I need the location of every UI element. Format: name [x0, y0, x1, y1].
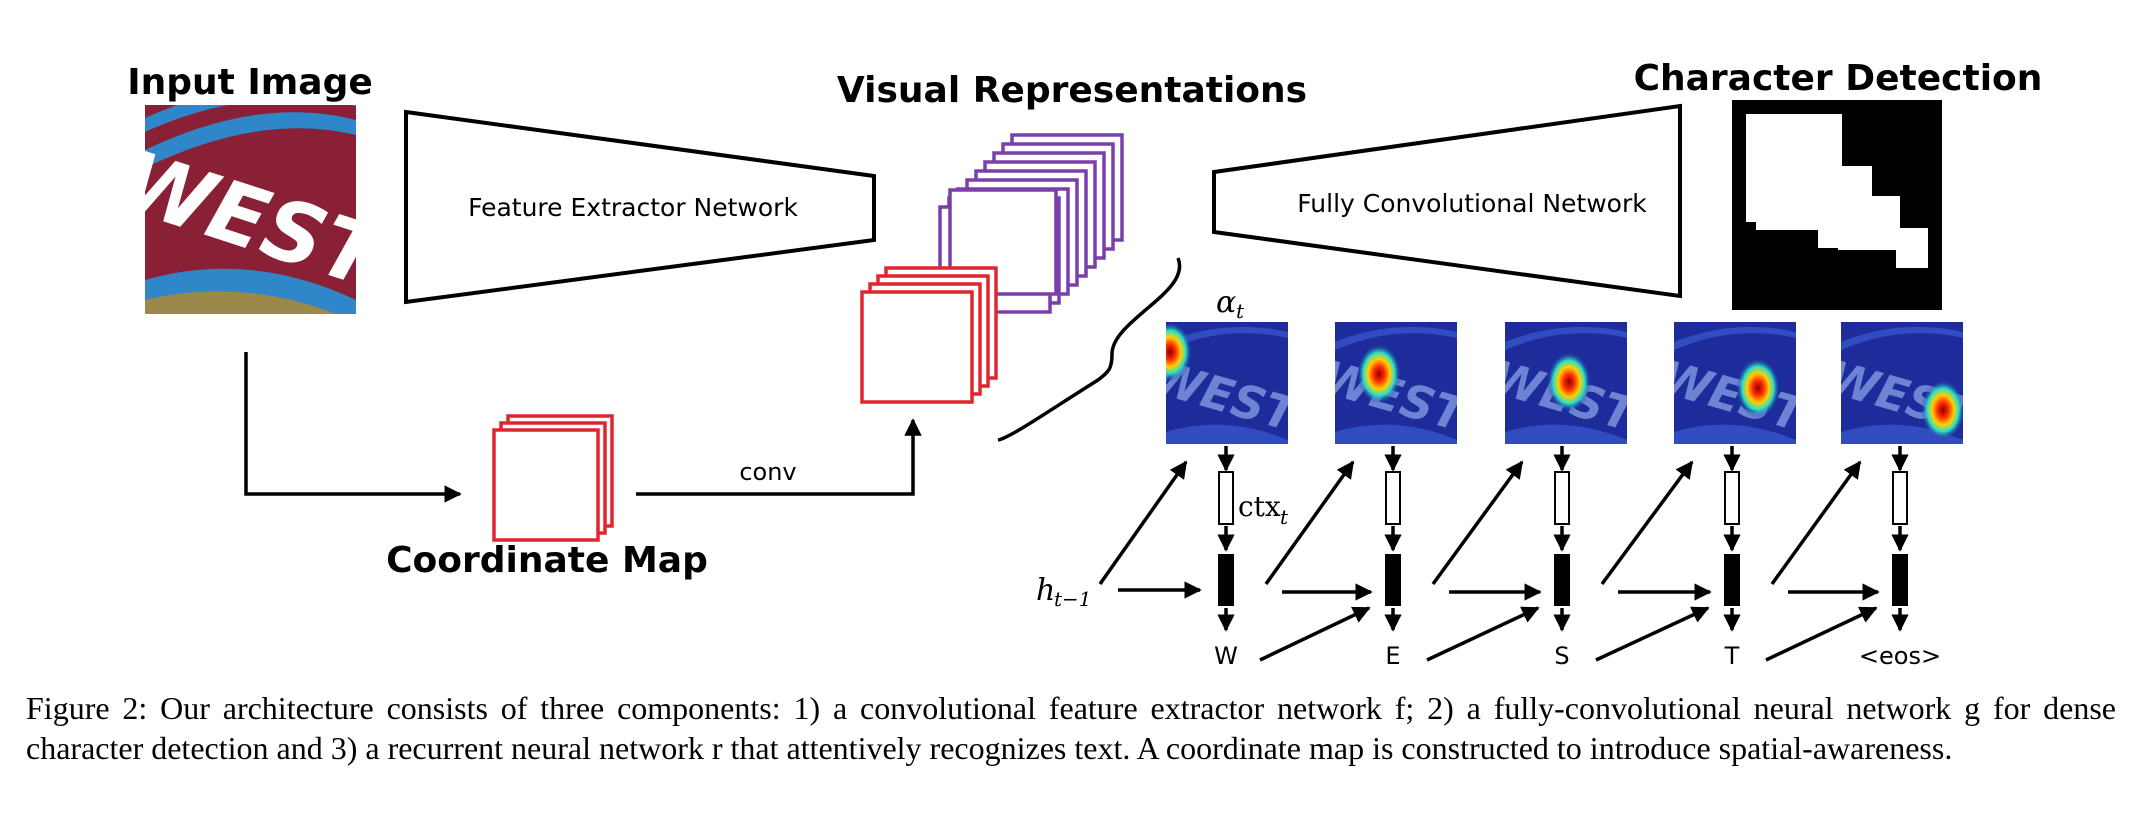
recurrent-network: W E S T <eos>	[1098, 446, 1941, 670]
prev-output-arrow	[1595, 606, 1710, 662]
hidden-state	[1385, 554, 1401, 606]
output-character: W	[1214, 642, 1238, 670]
coordinate-map	[492, 414, 614, 542]
ctx-label: ctx	[1238, 490, 1281, 523]
rnn-step-3: S	[1426, 446, 1571, 670]
output-character: E	[1385, 642, 1400, 670]
attention-hotspot	[1547, 352, 1591, 412]
rnn-step-5: <eos>	[1765, 446, 1941, 670]
hidden-state	[1724, 554, 1740, 606]
character-detection-title: Character Detection	[1634, 58, 2043, 99]
feature-extractor-label: Feature Extractor Network	[468, 193, 798, 222]
state-to-attention-arrow	[1098, 460, 1188, 586]
attention-brace	[997, 257, 1182, 442]
attention-heatmap-1: WEST	[1166, 322, 1288, 444]
attention-heatmap-4: WEST	[1674, 322, 1796, 444]
fully-convolutional-network: Fully Convolutional Network	[1212, 103, 1682, 299]
context-vector	[1892, 471, 1908, 525]
alpha-label: α	[1216, 285, 1236, 320]
attention-heatmap-3: WEST	[1505, 322, 1627, 444]
output-character: S	[1554, 642, 1569, 670]
output-character: <eos>	[1859, 642, 1941, 670]
attention-hotspot	[1736, 358, 1780, 418]
context-vector	[1554, 471, 1570, 525]
rnn-step-4: T	[1595, 446, 1741, 670]
context-vector	[1385, 471, 1401, 525]
input-image: WEST	[145, 105, 356, 314]
figure-caption: Figure 2: Our architecture consists of t…	[26, 690, 2116, 766]
feature-extractor-network: Feature Extractor Network	[404, 109, 876, 305]
hidden-state	[1218, 554, 1234, 606]
output-character: T	[1724, 642, 1740, 670]
attention-hotspot	[1921, 380, 1963, 440]
attention-hotspot	[1357, 344, 1401, 404]
coordinate-map-title: Coordinate Map	[386, 540, 708, 581]
prev-output-arrow	[1765, 606, 1878, 662]
visual-representations-title: Visual Representations	[837, 70, 1307, 111]
rnn-step-2: E	[1259, 446, 1402, 670]
attention-heatmaps: WEST WEST WEST WEST WEST	[1166, 322, 1963, 444]
conv-label: conv	[739, 458, 796, 486]
h-label: h	[1036, 573, 1055, 608]
alpha-subscript: t	[1236, 299, 1245, 323]
prev-output-arrow	[1426, 606, 1540, 662]
hidden-state	[1892, 554, 1908, 606]
rnn-step-1: W	[1098, 446, 1238, 670]
state-to-attention-arrow	[1600, 460, 1694, 586]
attention-heatmap-5: WEST	[1841, 322, 1963, 444]
hidden-state	[1554, 554, 1570, 606]
state-to-attention-arrow	[1431, 460, 1524, 586]
context-vector	[1218, 471, 1234, 525]
character-detection-mask	[1732, 100, 1942, 310]
state-to-attention-arrow	[1770, 460, 1862, 586]
attention-hotspot	[1166, 322, 1192, 382]
state-to-attention-arrow	[1264, 460, 1355, 586]
fully-convolutional-label: Fully Convolutional Network	[1297, 189, 1647, 218]
coordmap-to-features-arrow	[636, 418, 922, 496]
red-feature-stack	[860, 266, 998, 404]
prev-output-arrow	[1259, 606, 1371, 662]
ctx-subscript: t	[1280, 505, 1289, 529]
context-vector	[1724, 471, 1740, 525]
input-image-title: Input Image	[127, 62, 373, 103]
attention-heatmap-2: WEST	[1335, 322, 1457, 444]
purple-feature-stack	[938, 133, 1124, 314]
h-subscript: t−1	[1054, 587, 1092, 611]
image-to-coordmap-arrow	[244, 352, 462, 503]
